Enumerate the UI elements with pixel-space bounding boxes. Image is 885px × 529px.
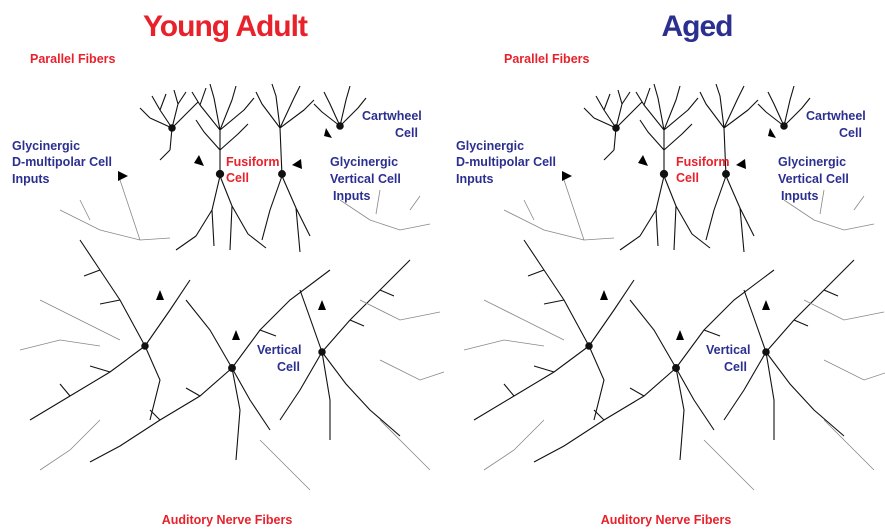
label-glycinergic-d-line2: D-multipolar Cell: [12, 155, 112, 169]
label-cartwheel-line1: Cartwheel: [362, 109, 422, 123]
label-fusiform-line2: Cell: [226, 171, 249, 185]
label-glycinergic-d-line2: D-multipolar Cell: [456, 155, 556, 169]
label-glycinergic-d-line1: Glycinergic: [456, 139, 524, 153]
panel-title: Young Adult: [143, 10, 308, 43]
label-glycinergic-v-line1: Glycinergic: [778, 155, 846, 169]
label-cartwheel-line2: Cell: [395, 126, 418, 140]
label-auditory-nerve-fibers: Auditory Nerve Fibers: [601, 513, 732, 527]
label-glycinergic-v-line1: Glycinergic: [330, 155, 398, 169]
panel-title: Aged: [662, 10, 733, 43]
panel-aged: Aged Parallel Fibers Cartwheel Cell Glyc…: [446, 10, 885, 527]
label-glycinergic-d-line3: Inputs: [12, 172, 50, 186]
label-glycinergic-v-line3: Inputs: [781, 189, 819, 203]
label-glycinergic-v-line2: Vertical Cell: [778, 172, 849, 186]
label-cartwheel-line2: Cell: [839, 126, 862, 140]
label-vertical-line1: Vertical: [706, 343, 750, 357]
label-fusiform-line1: Fusiform: [226, 155, 279, 169]
label-vertical-line2: Cell: [277, 360, 300, 374]
label-glycinergic-d-line3: Inputs: [456, 172, 494, 186]
label-glycinergic-v-line3: Inputs: [333, 189, 371, 203]
panel-young-adult: #pA .exc{stroke:#e8212b} #pA .excf{strok…: [2, 10, 444, 527]
label-fusiform-line2: Cell: [676, 171, 699, 185]
label-parallel-fibers: Parallel Fibers: [504, 52, 590, 66]
label-glycinergic-v-line2: Vertical Cell: [330, 172, 401, 186]
label-parallel-fibers: Parallel Fibers: [30, 52, 116, 66]
label-auditory-nerve-fibers: Auditory Nerve Fibers: [162, 513, 293, 527]
label-glycinergic-d-line1: Glycinergic: [12, 139, 80, 153]
label-fusiform-line1: Fusiform: [676, 155, 729, 169]
label-vertical-line1: Vertical: [257, 343, 301, 357]
label-vertical-line2: Cell: [724, 360, 747, 374]
label-cartwheel-line1: Cartwheel: [806, 109, 866, 123]
